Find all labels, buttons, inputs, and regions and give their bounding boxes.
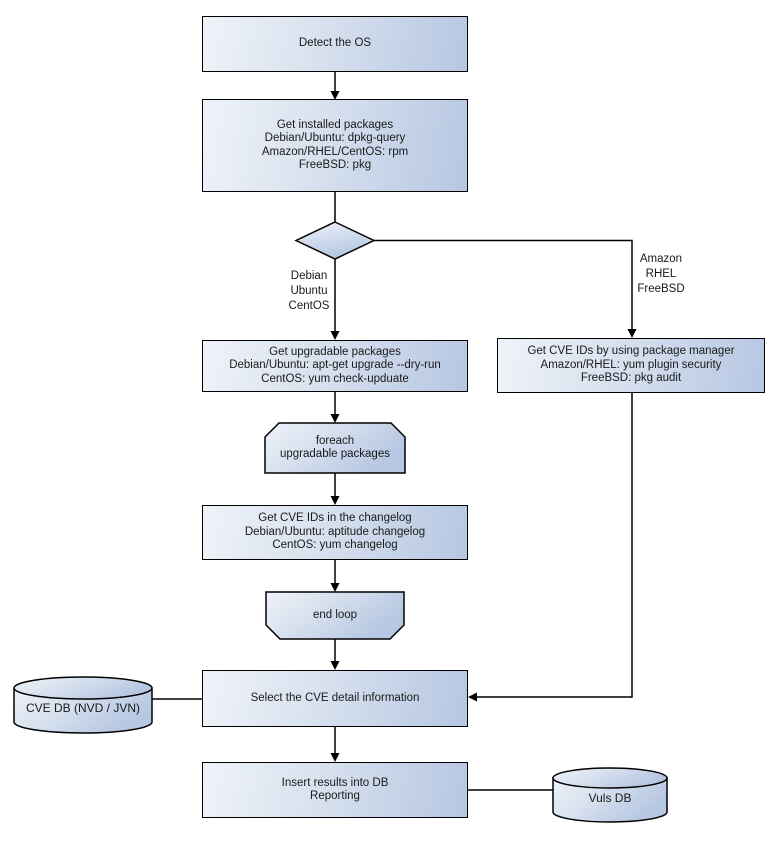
flow-node-detect-os-label: Detect the OS [298,37,372,50]
arrowhead-endloop [330,583,340,592]
flow-node-get-cve-in-changelog: Get CVE IDs in the changelog Debian/Ubun… [202,505,468,560]
flow-node-get-upgradable-packages-label: Get upgradable packages Debian/Ubuntu: a… [229,345,441,385]
arrowhead-installed [330,91,340,100]
branch-label-right-text: Amazon RHEL FreeBSD [637,252,685,295]
branch-label-debian-ubuntu-centos: Debian Ubuntu CentOS [276,268,342,314]
flow-node-get-installed-packages-label: Get installed packages Debian/Ubuntu: dp… [261,118,409,172]
flow-node-insert-results: Insert results into DB Reporting [202,762,468,818]
foreach-loop-shape [264,422,406,474]
flow-node-get-cve-by-package-manager: Get CVE IDs by using package manager Ama… [497,338,765,393]
arrowhead-select-right [468,692,477,702]
arrowhead-changelog [330,496,340,505]
end-loop-shape [265,591,405,640]
decision-diamond [294,221,376,260]
flow-node-get-upgradable-packages: Get upgradable packages Debian/Ubuntu: a… [202,340,468,392]
flow-node-select-cve-detail: Select the CVE detail information [202,670,468,727]
foreach-loop-label-overlay: foreach upgradable packages [265,423,405,473]
flow-node-get-cve-in-changelog-label: Get CVE IDs in the changelog Debian/Ubun… [244,512,426,552]
flow-node-detect-os: Detect the OS [202,16,468,72]
cve-db-cylinder-top [13,676,153,700]
vuls-db-cylinder-top [552,767,668,789]
arrowhead-insert [330,753,340,762]
vuls-db-label-overlay: Vuls DB [553,778,667,819]
flow-node-select-cve-detail-label: Select the CVE detail information [250,691,420,704]
flow-node-insert-results-label: Insert results into DB Reporting [281,776,389,803]
arrowhead-right-box [627,329,637,338]
arrowhead-foreach [330,414,340,423]
vuls-db-cylinder-body [552,777,668,823]
branch-label-left-text: Debian Ubuntu CentOS [288,269,330,312]
cve-db-label: CVE DB (NVD / JVN) [25,701,140,716]
flow-node-get-cve-by-package-manager-label: Get CVE IDs by using package manager Ama… [527,345,735,385]
connector-decision-to-right-box [374,239,633,330]
foreach-loop-label: foreach upgradable packages [280,434,390,461]
cve-db-label-overlay: CVE DB (NVD / JVN) [14,688,152,730]
arrowhead-select [330,661,340,670]
arrowhead-upgradable [330,331,340,340]
cve-db-cylinder-body [13,687,153,734]
flow-node-get-installed-packages: Get installed packages Debian/Ubuntu: dp… [202,99,468,192]
vuls-db-label: Vuls DB [588,790,632,805]
end-loop-label: end loop [312,608,358,621]
branch-label-amazon-rhel-freebsd: Amazon RHEL FreeBSD [628,251,694,297]
end-loop-label-overlay: end loop [266,592,404,639]
connector-rightbox-to-select [476,393,633,698]
